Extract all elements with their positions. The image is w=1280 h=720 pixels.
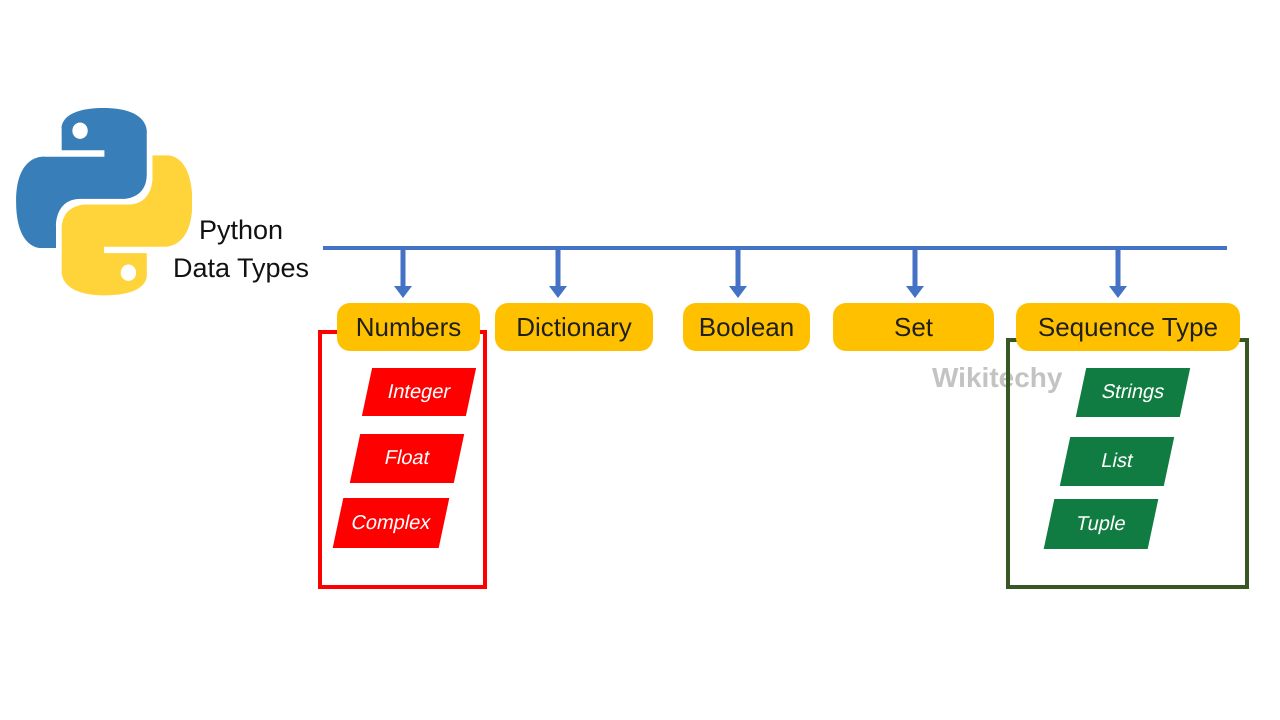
- subtype-tuple: Tuple: [1043, 499, 1159, 549]
- category-box-boolean: Boolean: [683, 303, 810, 351]
- category-box-dictionary: Dictionary: [495, 303, 653, 351]
- arrow-down-icon: [549, 250, 567, 298]
- subtype-complex: Complex: [332, 498, 450, 548]
- watermark-text: Wikitechy: [932, 362, 1063, 393]
- diagram-title-line1: Python: [198, 215, 284, 245]
- connector-line: [323, 246, 1227, 250]
- python-logo-icon: [16, 108, 192, 296]
- diagram-title: Python Data Types: [151, 211, 331, 287]
- arrow-down-icon: [729, 250, 747, 298]
- arrow-down-icon: [394, 250, 412, 298]
- diagram-title-line2: Data Types: [172, 253, 310, 283]
- category-box-set: Set: [833, 303, 994, 351]
- category-box-numbers: Numbers: [337, 303, 480, 351]
- arrow-down-icon: [906, 250, 924, 298]
- category-box-sequence-type: Sequence Type: [1016, 303, 1240, 351]
- subtype-integer: Integer: [361, 368, 477, 416]
- subtype-strings: Strings: [1075, 368, 1191, 417]
- subtype-list: List: [1059, 437, 1175, 486]
- subtype-float: Float: [349, 434, 465, 483]
- arrow-down-icon: [1109, 250, 1127, 298]
